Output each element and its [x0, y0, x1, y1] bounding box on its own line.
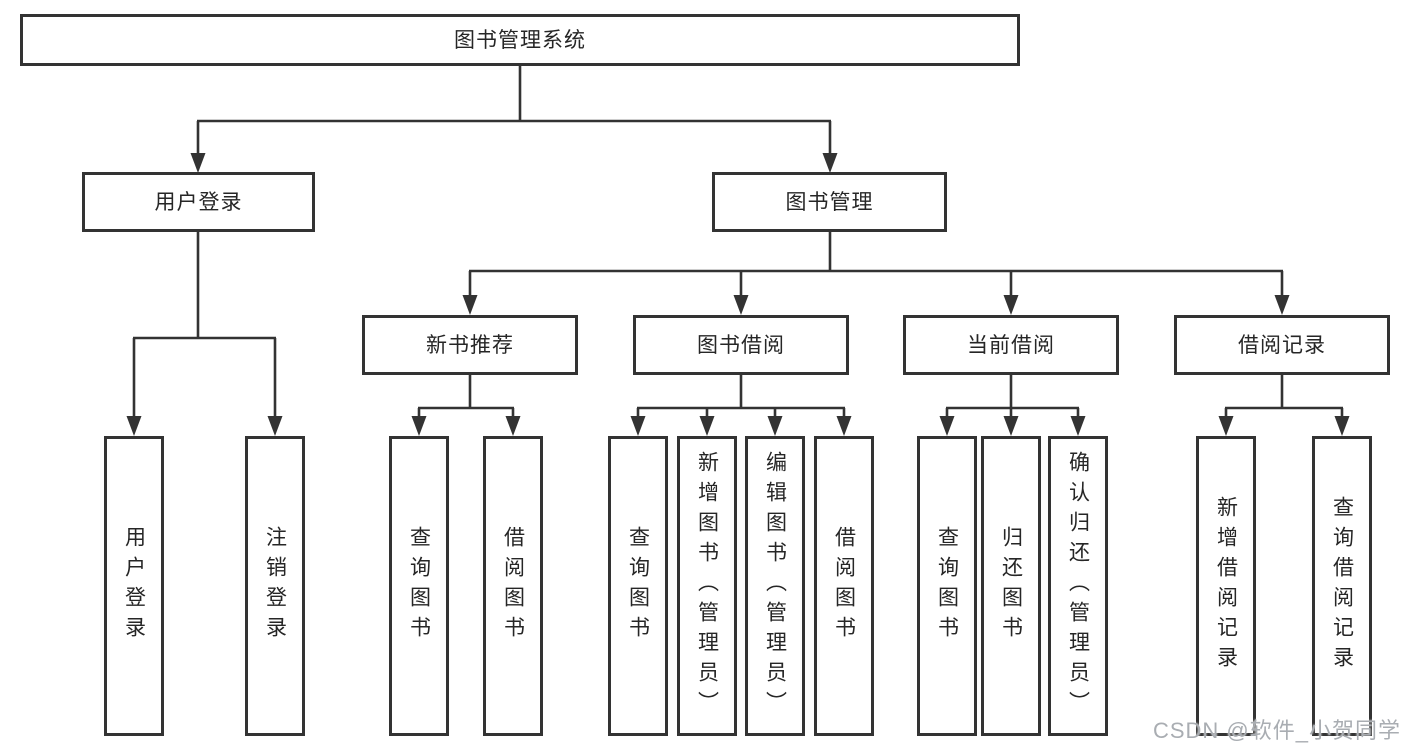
edge-root-to-branches: [190, 66, 838, 173]
arrowhead-icon: [411, 416, 427, 436]
arrowhead-icon: [267, 416, 283, 436]
arrowhead-icon: [1003, 295, 1019, 315]
edge-current-borrow-children: [939, 375, 1086, 436]
node-root: 图书管理系统: [20, 14, 1020, 66]
leaf-user-login: 用户登录: [104, 436, 164, 736]
leaf-rec-borrow-books: 借阅图书: [483, 436, 543, 736]
leaf-cb-confirm-return-admin: 确认归还（管理员）: [1048, 436, 1108, 736]
node-current-borrow: 当前借阅: [903, 315, 1119, 375]
node-new-book-recommend: 新书推荐: [362, 315, 578, 375]
arrowhead-icon: [733, 295, 749, 315]
leaf-bb-borrow-books: 借阅图书: [814, 436, 874, 736]
edge-user-login-children: [126, 232, 283, 436]
arrowhead-icon: [1218, 416, 1234, 436]
leaf-logout: 注销登录: [245, 436, 305, 736]
leaf-br-query-record: 查询借阅记录: [1312, 436, 1372, 736]
arrowhead-icon: [462, 295, 478, 315]
edge-borrow-records-children: [1218, 375, 1350, 436]
node-borrow-records: 借阅记录: [1174, 315, 1390, 375]
leaf-bb-query-books: 查询图书: [608, 436, 668, 736]
csdn-watermark: CSDN @软件_小贺同学: [1152, 718, 1401, 743]
arrowhead-icon: [190, 153, 206, 173]
edge-book-borrow-children: [630, 375, 852, 436]
arrowhead-icon: [939, 416, 955, 436]
leaf-br-add-record: 新增借阅记录: [1196, 436, 1256, 736]
arrowhead-icon: [1070, 416, 1086, 436]
leaf-bb-edit-books-admin: 编辑图书（管理员）: [745, 436, 805, 736]
arrowhead-icon: [1334, 416, 1350, 436]
node-book-borrow: 图书借阅: [633, 315, 849, 375]
arrowhead-icon: [126, 416, 142, 436]
leaf-bb-add-books-admin: 新增图书（管理员）: [677, 436, 737, 736]
arrowhead-icon: [630, 416, 646, 436]
node-book-management: 图书管理: [712, 172, 947, 232]
edge-new-book-rec-children: [411, 375, 521, 436]
leaf-cb-query-books: 查询图书: [917, 436, 977, 736]
arrowhead-icon: [767, 416, 783, 436]
arrowhead-icon: [505, 416, 521, 436]
leaf-rec-query-books: 查询图书: [389, 436, 449, 736]
arrowhead-icon: [1003, 416, 1019, 436]
arrowhead-icon: [836, 416, 852, 436]
leaf-cb-return-books: 归还图书: [981, 436, 1041, 736]
arrowhead-icon: [1274, 295, 1290, 315]
arrowhead-icon: [822, 153, 838, 173]
node-user-login: 用户登录: [82, 172, 315, 232]
edge-book-mgmt-children: [462, 232, 1290, 315]
arrowhead-icon: [699, 416, 715, 436]
